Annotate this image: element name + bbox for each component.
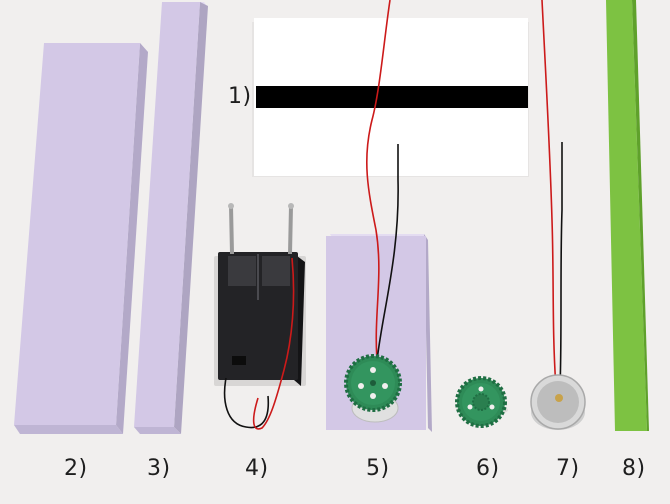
strip-front [606, 0, 647, 431]
black-stripe [256, 86, 528, 108]
terminal-tip-right [288, 203, 294, 209]
gear-6-pinion [472, 393, 490, 411]
label-1: 1) [228, 84, 252, 109]
label-5: 5) [366, 456, 390, 481]
gear-5-hub [370, 380, 376, 386]
label-2: 2) [64, 456, 88, 481]
foam-front-face [14, 43, 140, 425]
foam-front-face [134, 2, 200, 427]
item-4-battery-holder [214, 203, 306, 430]
foam-right-face [174, 2, 208, 434]
label-4: 4) [245, 456, 269, 481]
gear-6-hole-c [489, 404, 495, 410]
motor-7-wire-red [541, 0, 557, 389]
item-7-motor [530, 0, 586, 430]
battery-wire-black [223, 377, 270, 429]
terminal-tip-left [228, 203, 234, 209]
label-3: 3) [147, 456, 171, 481]
motor-wire-black [375, 144, 399, 371]
battery-wire-red [252, 257, 295, 430]
motor-7-wire-black [559, 142, 563, 389]
foam-bottom-edge [134, 427, 181, 434]
item-3-foam-block-narrow [134, 2, 208, 434]
battery-cell-left [228, 256, 256, 286]
item-8-green-strip [606, 0, 649, 431]
battery-cell-right [262, 256, 290, 286]
gear-5-hole-a [370, 367, 376, 373]
strip-edge [632, 0, 649, 431]
foam-bottom-edge [14, 425, 123, 434]
item-5-motor-on-foam [326, 0, 432, 432]
gear-6-hole-a [478, 386, 484, 392]
item-1-card-with-stripe [252, 18, 529, 177]
label-8: 8) [622, 456, 646, 481]
gear-6-hole-b [467, 404, 473, 410]
label-6: 6) [476, 456, 500, 481]
motor-7-face-inner [537, 381, 579, 423]
battery-switch [232, 356, 246, 365]
battery-terminal-right [288, 205, 293, 255]
label-7: 7) [556, 456, 580, 481]
gear-5-hole-b [358, 383, 364, 389]
battery-terminal-left [229, 205, 234, 255]
item-6-gear [455, 376, 508, 428]
gear-5-hole-d [370, 393, 376, 399]
motor-wire-red [365, 0, 391, 371]
foam-right-face [116, 43, 148, 434]
item-2-foam-block-wide [14, 43, 148, 434]
gear-5-hole-c [382, 383, 388, 389]
motor-7-shaft [555, 394, 563, 402]
